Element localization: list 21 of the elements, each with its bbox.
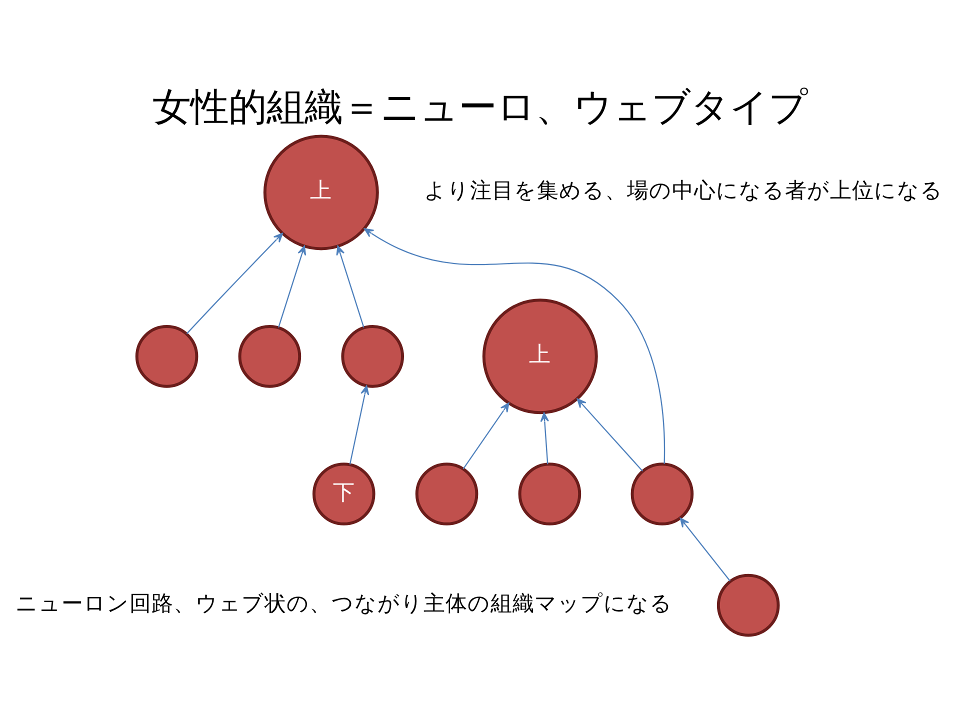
arrow	[278, 246, 306, 328]
node-circle	[135, 325, 198, 388]
arrow	[186, 232, 283, 334]
label: より注目を集める、場の中心になる者が上位になる	[424, 178, 944, 204]
node-circle: 下	[312, 462, 376, 526]
node-circle	[518, 462, 582, 526]
arrow	[336, 246, 364, 328]
arrow	[364, 228, 666, 464]
arrow	[462, 402, 510, 470]
node-circle	[238, 325, 302, 388]
arrow	[576, 398, 644, 472]
label: ニューロン回路、ウェブ状の、つながり主体の組織マップになる	[15, 592, 672, 617]
node-circle: 上	[263, 134, 379, 250]
arrow	[349, 385, 370, 465]
node-circle	[716, 574, 780, 637]
arrow	[540, 412, 549, 464]
diagram-title: 女性的組織＝ニューロ、ウェブタイプ	[152, 85, 808, 130]
node-circle	[415, 462, 478, 526]
node-circle	[341, 325, 404, 388]
node-circle	[630, 462, 694, 526]
arrow	[680, 518, 731, 582]
